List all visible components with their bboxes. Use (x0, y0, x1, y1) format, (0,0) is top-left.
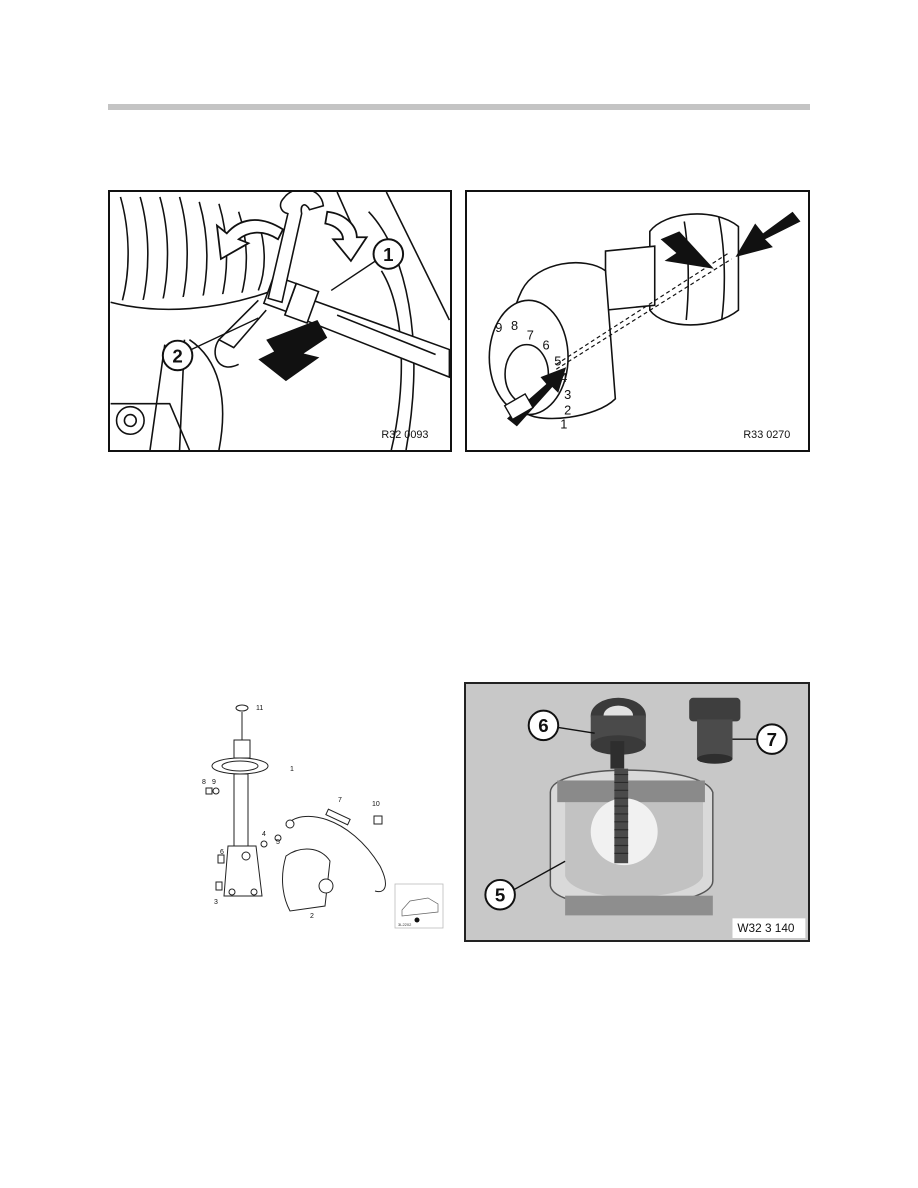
rotation-arrow-left (215, 219, 285, 261)
wrench (267, 192, 325, 304)
svg-text:2: 2 (310, 913, 314, 920)
special-tool-photo: 6 7 5 W32 3 140 (466, 684, 808, 940)
clamp-plier (214, 299, 267, 368)
suspension-diagram: 11 1 8 9 7 10 4 5 6 3 2 3L2202 (202, 704, 444, 929)
vehicle-thumbnail: 3L2202 (394, 883, 444, 929)
header-rule (108, 104, 810, 110)
svg-text:11: 11 (256, 705, 263, 712)
svg-text:2: 2 (172, 345, 182, 366)
pointer-arrow-upper (735, 211, 801, 257)
svg-text:5: 5 (554, 353, 561, 368)
pointer-arrow-lower (503, 367, 567, 427)
figure-special-tool: 6 7 5 W32 3 140 (464, 682, 810, 942)
push-arrow (258, 320, 328, 382)
steering-boot (110, 192, 274, 311)
figure-bushing: 9 8 7 6 5 4 3 2 1 R33 0270 (465, 190, 810, 452)
bushing-body (488, 213, 740, 420)
figure-tie-rod: 1 2 R32 0093 (108, 190, 452, 452)
callout-6: 6 (527, 709, 595, 742)
svg-text:4: 4 (560, 370, 567, 385)
part-numbers: 11 1 8 9 7 10 4 5 6 3 2 (202, 705, 380, 920)
svg-text:5: 5 (495, 885, 505, 906)
svg-text:1: 1 (290, 766, 294, 773)
dial-scale: 9 8 7 6 5 4 3 2 1 (495, 318, 571, 431)
bushing-illustration: 9 8 7 6 5 4 3 2 1 R33 0270 (488, 211, 801, 441)
figure-code: R32 0093 (381, 429, 428, 441)
svg-text:6: 6 (220, 849, 224, 856)
alignment-line (555, 252, 732, 370)
svg-text:10: 10 (372, 801, 380, 808)
knuckle-assembly (282, 815, 386, 912)
figure-code: R33 0270 (743, 429, 790, 441)
svg-text:4: 4 (262, 831, 266, 838)
svg-text:6: 6 (542, 338, 549, 353)
svg-text:8: 8 (202, 779, 206, 786)
svg-text:1: 1 (383, 244, 393, 265)
tie-rod-illustration: 1 2 R32 0093 (110, 192, 450, 450)
small-fasteners (205, 787, 282, 891)
rotation-arrow-right (324, 210, 369, 263)
callout-2: 2 (161, 317, 259, 372)
svg-text:1: 1 (560, 416, 567, 431)
svg-text:3: 3 (214, 899, 218, 906)
svg-text:5: 5 (276, 839, 280, 846)
callout-1: 1 (330, 238, 405, 292)
svg-text:7: 7 (527, 328, 534, 343)
code-label-box (732, 918, 806, 939)
tool-part-6-ring (590, 697, 646, 769)
callout-5: 5 (484, 860, 566, 911)
svg-text:3: 3 (564, 387, 571, 402)
figure-suspension-exploded: 11 1 8 9 7 10 4 5 6 3 2 3L2202 (190, 696, 450, 936)
svg-text:7: 7 (338, 797, 342, 804)
svg-text:3L2202: 3L2202 (398, 922, 412, 927)
tool-part-5-disc (549, 768, 714, 916)
svg-text:8: 8 (511, 318, 518, 333)
svg-text:7: 7 (767, 729, 777, 750)
bolt-bottom-left (115, 405, 145, 436)
strut-assembly (211, 704, 269, 897)
tool-part-7-sleeve (689, 697, 741, 764)
svg-text:2: 2 (564, 403, 571, 418)
svg-text:9: 9 (212, 779, 216, 786)
svg-text:9: 9 (495, 320, 502, 335)
callout-7: 7 (732, 723, 788, 755)
figure-code: W32 3 140 (737, 921, 794, 935)
svg-text:6: 6 (538, 715, 548, 736)
pointer-arrow-middle (660, 231, 714, 269)
sensor-and-clip (325, 808, 383, 826)
